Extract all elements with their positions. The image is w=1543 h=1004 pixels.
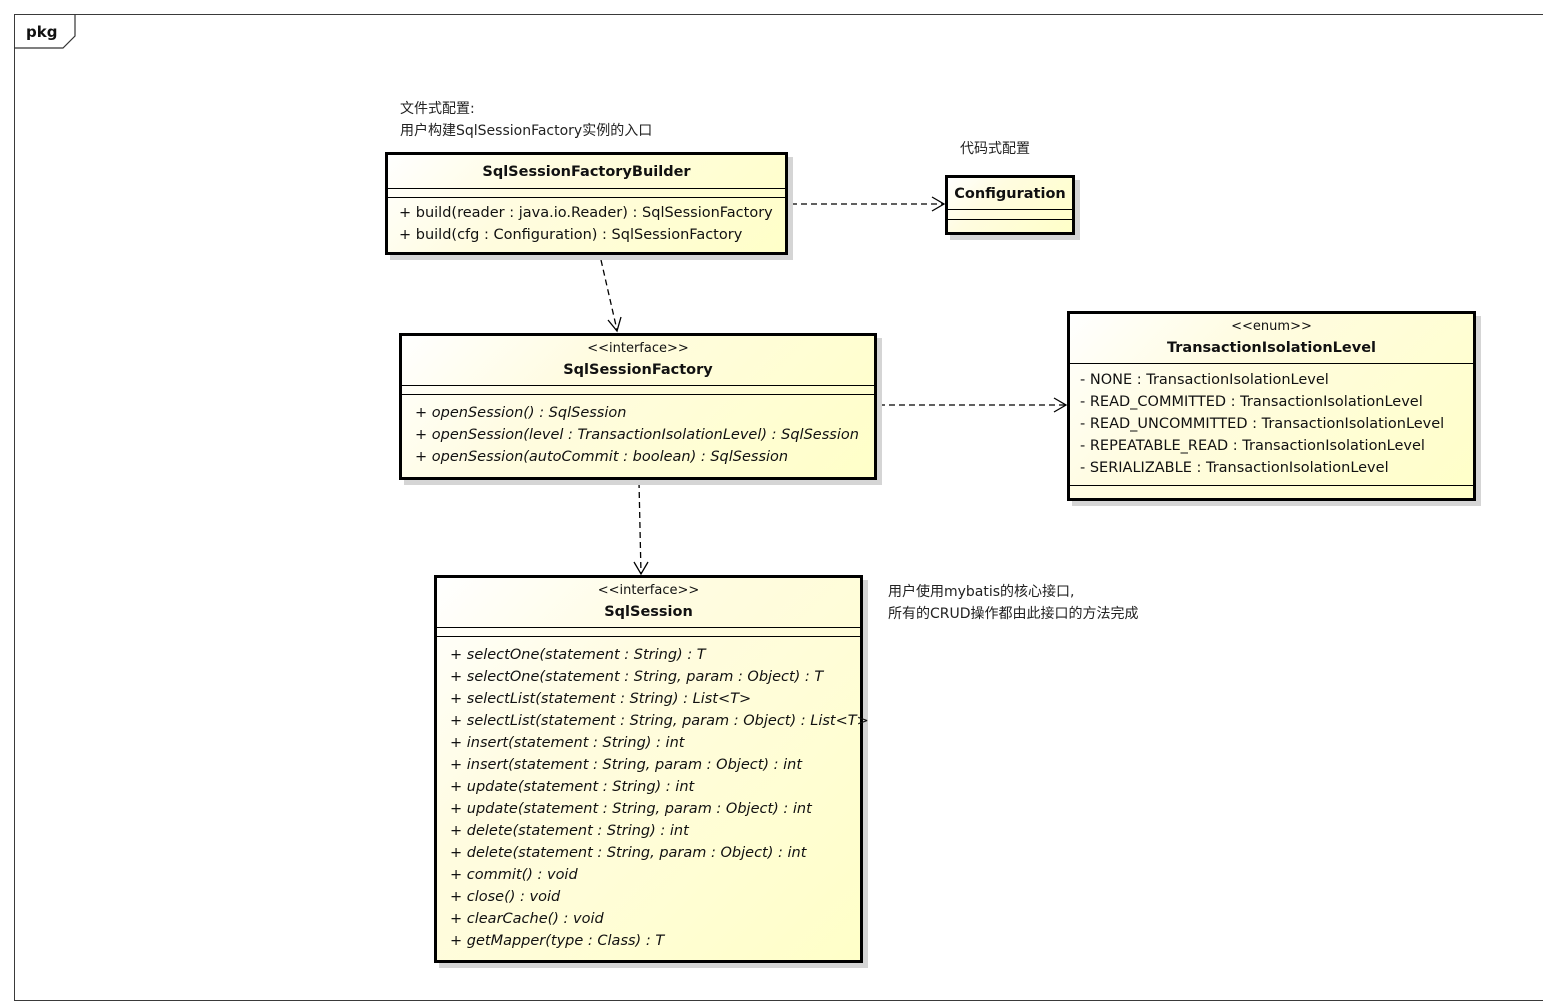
operation-row: + delete(statement : String, param : Obj…	[450, 845, 807, 861]
edge-factory-to-session	[638, 481, 642, 575]
operation-row: + selectOne(statement : String, param : …	[450, 669, 824, 685]
session-note: 用户使用mybatis的核心接口, 所有的CRUD操作都由此接口的方法完成	[888, 581, 1139, 625]
enum-transactionisolationlevel[interactable]: <<enum>> TransactionIsolationLevel - NON…	[1067, 311, 1476, 501]
class-name: SqlSessionFactory	[563, 362, 713, 378]
operation-row: + commit() : void	[450, 867, 578, 883]
operation-row: + insert(statement : String) : int	[450, 735, 685, 751]
operation-row: + getMapper(type : Class) : T	[450, 933, 665, 949]
operation-row: + selectList(statement : String) : List<…	[450, 691, 752, 707]
operation-row: + selectList(statement : String, param :…	[450, 713, 869, 729]
edge-builder-to-factory	[600, 259, 618, 331]
session-note-line-1: 用户使用mybatis的核心接口,	[888, 584, 1075, 600]
stereotype-label: <<interface>>	[587, 341, 689, 356]
class-name: Configuration	[954, 186, 1066, 202]
operation-row: + delete(statement : String) : int	[450, 823, 689, 839]
arrowhead-isolation	[1053, 397, 1068, 413]
operation-row: + build(reader : java.io.Reader) : SqlSe…	[399, 205, 773, 221]
class-name: TransactionIsolationLevel	[1166, 340, 1376, 356]
enum-literal-row: - READ_COMMITTED : TransactionIsolationL…	[1080, 394, 1423, 410]
package-frame-tab	[14, 14, 76, 49]
operation-row: + openSession() : SqlSession	[415, 405, 627, 421]
operation-row: + close() : void	[450, 889, 561, 905]
arrowhead-configuration	[931, 196, 946, 212]
enum-literal-row: - READ_UNCOMMITTED : TransactionIsolatio…	[1080, 416, 1445, 432]
builder-note-line-1: 文件式配置:	[400, 101, 475, 117]
stereotype-label: <<interface>>	[597, 583, 700, 598]
operation-row: + insert(statement : String, param : Obj…	[450, 757, 803, 773]
operation-row: + openSession(autoCommit : boolean) : Sq…	[415, 449, 789, 465]
operation-row: + clearCache() : void	[450, 911, 604, 927]
operation-row: + openSession(level : TransactionIsolati…	[415, 427, 859, 443]
enum-literal-row: - SERIALIZABLE : TransactionIsolationLev…	[1080, 460, 1389, 476]
builder-note-line-2: 用户构建SqlSessionFactory实例的入口	[400, 123, 653, 139]
operation-row: + build(cfg : Configuration) : SqlSessio…	[399, 227, 743, 243]
config-note: 代码式配置	[960, 141, 1030, 157]
session-note-line-2: 所有的CRUD操作都由此接口的方法完成	[888, 606, 1139, 622]
class-name: SqlSessionFactoryBuilder	[482, 164, 691, 180]
enum-literal-row: - REPEATABLE_READ : TransactionIsolation…	[1080, 438, 1425, 454]
operation-row: + update(statement : String) : int	[450, 779, 695, 795]
enum-literal-row: - NONE : TransactionIsolationLevel	[1080, 372, 1329, 388]
operation-row: + selectOne(statement : String) : T	[450, 647, 706, 663]
interface-sqlsession[interactable]: <<interface>> SqlSession + selectOne(sta…	[434, 575, 869, 963]
package-frame-label: pkg	[26, 23, 58, 41]
operation-row: + update(statement : String, param : Obj…	[450, 801, 812, 817]
class-sqlsessionfactorybuilder[interactable]: SqlSessionFactoryBuilder + build(reader …	[385, 152, 788, 255]
arrowhead-factory	[607, 316, 622, 333]
class-name: SqlSession	[604, 604, 693, 620]
stereotype-label: <<enum>>	[1231, 319, 1312, 334]
builder-note: 文件式配置: 用户构建SqlSessionFactory实例的入口	[400, 98, 652, 142]
interface-sqlsessionfactory[interactable]: <<interface>> SqlSessionFactory + openSe…	[399, 333, 877, 480]
package-frame	[14, 14, 1543, 1001]
arrowhead-session	[633, 561, 649, 576]
class-configuration[interactable]: Configuration	[945, 175, 1075, 235]
